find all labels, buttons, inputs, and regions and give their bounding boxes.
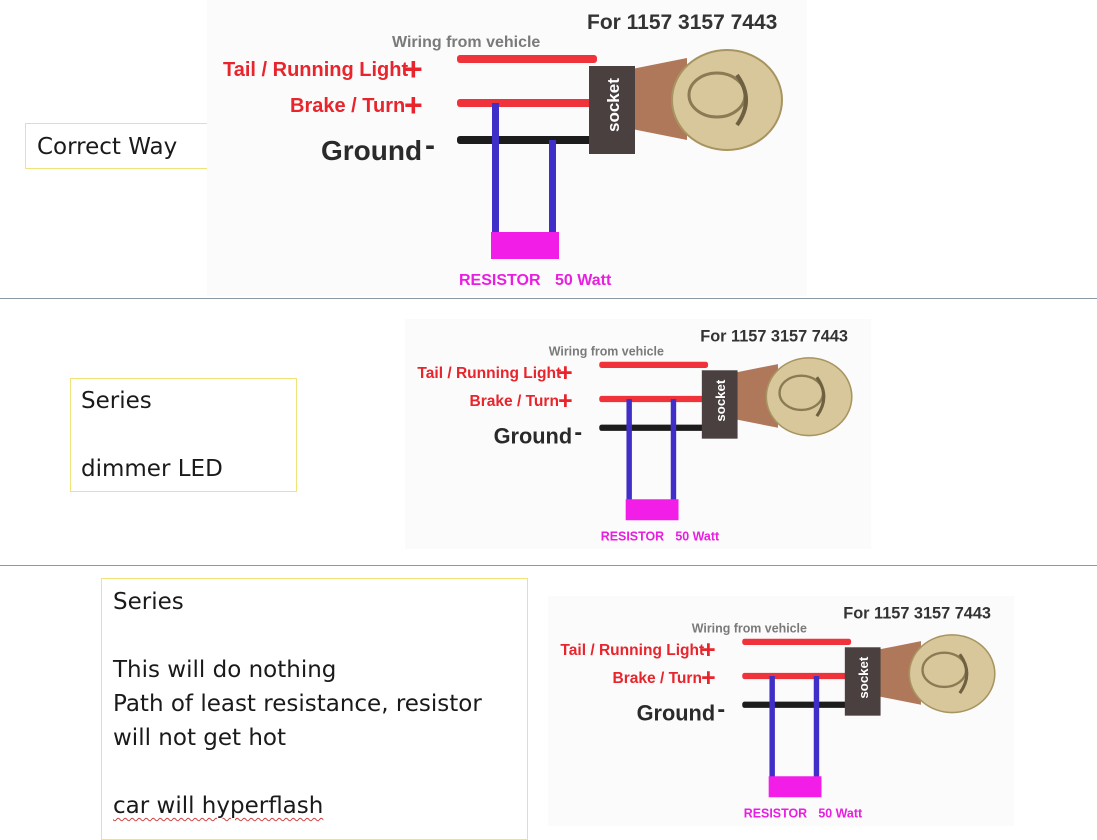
tail-running-light-label: Tail / Running Light [417,365,561,382]
resistor [625,399,679,521]
divider [0,565,1097,566]
note-line: Path of least resistance, resistor [113,691,482,717]
wiring-label: Wiring from vehicle [692,622,807,636]
ground-wire [457,136,597,144]
diagram-svg: For 1157 3157 7443 Wiring from vehicle T… [207,0,807,296]
note-line: car will hyperflash [113,793,324,819]
resistor [768,676,822,798]
wiring-diagram-series-hyperflash: For 1157 3157 7443 Wiring from vehicle T… [548,596,1028,826]
socket-label: socket [713,379,728,421]
resistor-label: RESISTOR [459,272,541,289]
brake-plus-sign: + [404,87,423,123]
bulb-heading: For 1157 3157 7443 [587,11,777,34]
tail-plus-sign: + [701,636,716,664]
brake-plus-sign: + [558,387,573,415]
bulb-stem [731,364,778,428]
bulb-icon [731,357,853,437]
note-line: Series [113,589,184,615]
tail-plus-sign: + [558,359,573,387]
resistor-lead-right [670,399,677,501]
watt-label: 50 Watt [818,806,862,820]
bulb-glass [765,357,853,437]
note-spacer [113,619,516,653]
tail-wire [742,638,852,645]
resistor-lead-left [769,676,775,778]
resistor-body [768,776,822,798]
wiring-diagram-correct: For 1157 3157 7443 Wiring from vehicle T… [207,0,807,296]
note-line: will not get hot [113,725,287,751]
resistor-lead-right [813,676,820,778]
socket [844,647,881,716]
panel-series-hyperflash: Series This will do nothing Path of leas… [0,566,1097,840]
brake-turn-label: Brake / Turn [612,670,701,687]
ground-minus-sign: - [717,695,725,721]
bulb-icon [874,634,996,714]
brake-turn-label: Brake / Turn [290,95,405,117]
note-series-hyperflash: Series This will do nothing Path of leas… [101,578,528,840]
panel-series-dimmer: Series dimmer LED For 1157 3157 7443 Wir… [0,299,1097,565]
socket-label: socket [604,78,623,132]
bulb-stem [627,58,687,140]
brake-wire [742,672,852,680]
bulb-filament [958,653,969,695]
tail-running-light-label: Tail / Running Light [223,59,408,81]
ground-label: Ground [494,423,573,448]
tail-running-light-label: Tail / Running Light [560,642,704,659]
tail-plus-sign: + [404,51,423,87]
note-line: Series [81,388,152,414]
resistor [491,103,559,259]
brake-plus-sign: + [701,664,716,692]
ground-label: Ground [321,135,422,166]
socket [701,370,738,439]
note-series-dimmer: Series dimmer LED [70,378,297,492]
socket [589,66,635,154]
resistor-label: RESISTOR [744,806,807,820]
bulb-glass [908,634,996,714]
diagram-svg: For 1157 3157 7443 Wiring from vehicle T… [548,596,1015,826]
ground-wire [742,701,852,708]
note-spacer [81,418,286,452]
resistor-lead-left [492,103,499,234]
resistor-body [625,499,679,521]
tail-wire [599,361,709,368]
resistor-lead-left [626,399,632,501]
diagram-svg: For 1157 3157 7443 Wiring from vehicle T… [405,319,872,549]
bulb-filament [735,73,748,127]
note-spacer [113,755,516,789]
wiring-diagram-series-dimmer: For 1157 3157 7443 Wiring from vehicle T… [405,319,885,549]
wiring-label: Wiring from vehicle [549,345,664,359]
divider [0,298,1097,299]
bulb-heading: For 1157 3157 7443 [843,605,991,623]
note-line: This will do nothing [113,657,337,683]
resistor-body [491,232,559,259]
ground-minus-sign: - [425,129,435,162]
bulb-filament [815,376,826,418]
ground-minus-sign: - [574,418,582,444]
resistor-lead-right [549,140,556,234]
brake-wire [599,395,709,403]
ground-wire [599,424,709,431]
bulb-heading: For 1157 3157 7443 [700,328,848,346]
bulb-icon [627,49,783,151]
watt-label: 50 Watt [555,272,612,289]
bulb-glass [671,49,783,151]
brake-wire [457,99,597,107]
ground-label: Ground [637,700,716,725]
watt-label: 50 Watt [675,529,719,543]
bulb-stem [874,641,921,705]
panel-correct-way: Correct Way For 1157 3157 7443 Wiring fr… [0,0,1097,298]
resistor-label: RESISTOR [601,529,664,543]
wiring-label: Wiring from vehicle [392,34,540,51]
tail-wire [457,55,597,63]
note-line: dimmer LED [81,456,223,482]
brake-turn-label: Brake / Turn [469,393,558,410]
note-line: Correct Way [37,134,178,160]
socket-label: socket [856,656,871,698]
